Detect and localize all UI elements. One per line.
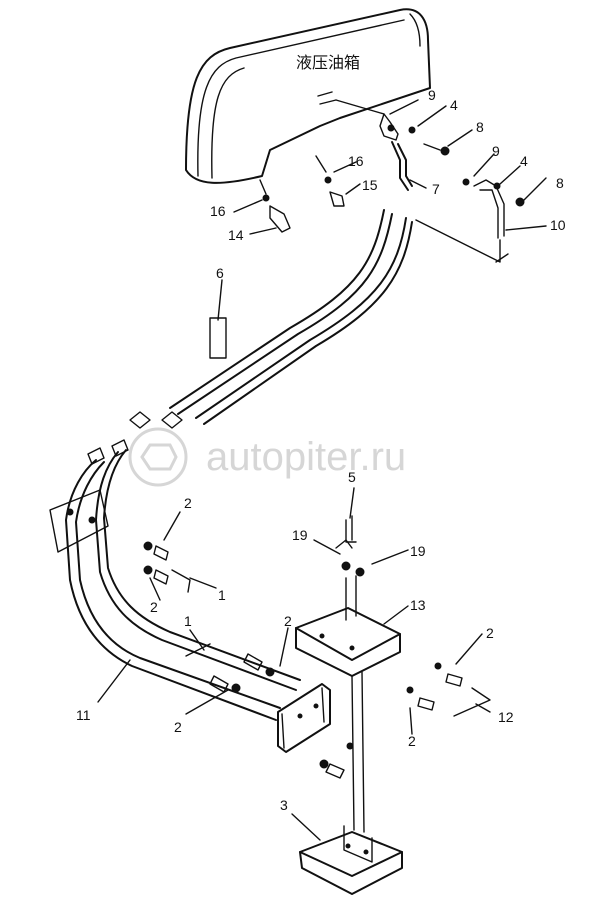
bracket-left <box>277 683 354 779</box>
callout-19b: 19 <box>410 543 426 559</box>
hydraulic-tank: 液压油箱 <box>185 8 431 184</box>
callout-12: 12 <box>498 709 514 725</box>
callout-1a: 1 <box>218 587 226 603</box>
callout-14: 14 <box>228 227 244 243</box>
support-rods <box>351 671 365 833</box>
callout-2b: 2 <box>150 599 158 615</box>
watermark: autopiter.ru <box>128 427 406 487</box>
callout-labels: 9 4 8 16 15 7 9 4 8 10 16 14 6 2 1 2 11 … <box>76 87 566 813</box>
callout-2d: 2 <box>174 719 182 735</box>
callout-1b: 1 <box>184 613 192 629</box>
pipes-11 <box>49 439 301 721</box>
callout-7: 7 <box>432 181 440 197</box>
clamp-bolts <box>143 541 275 693</box>
hose-6 <box>129 209 413 429</box>
callout-10: 10 <box>550 217 566 233</box>
callout-9b: 9 <box>492 143 500 159</box>
base-plate-3 <box>299 825 403 895</box>
callout-15: 15 <box>362 177 378 193</box>
callout-3: 3 <box>280 797 288 813</box>
bracket-13 <box>295 515 491 717</box>
watermark-text: autopiter.ru <box>206 435 406 479</box>
tank-label: 液压油箱 <box>296 53 360 72</box>
callout-2c: 2 <box>284 613 292 629</box>
callout-2e: 2 <box>486 625 494 641</box>
callout-4a: 4 <box>450 97 458 113</box>
callout-6: 6 <box>216 265 224 281</box>
watermark-logo-icon <box>128 427 188 487</box>
tank-fittings <box>259 91 525 263</box>
callout-13: 13 <box>410 597 426 613</box>
callout-5: 5 <box>348 469 356 485</box>
leader-lines <box>97 99 547 841</box>
callout-2a: 2 <box>184 495 192 511</box>
callout-8a: 8 <box>476 119 484 135</box>
callout-19a: 19 <box>292 527 308 543</box>
callout-9a: 9 <box>428 87 436 103</box>
callout-16a: 16 <box>348 153 364 169</box>
callout-11: 11 <box>76 707 91 723</box>
callout-8b: 8 <box>556 175 564 191</box>
callout-4b: 4 <box>520 153 528 169</box>
callout-2f: 2 <box>408 733 416 749</box>
callout-16b: 16 <box>210 203 226 219</box>
